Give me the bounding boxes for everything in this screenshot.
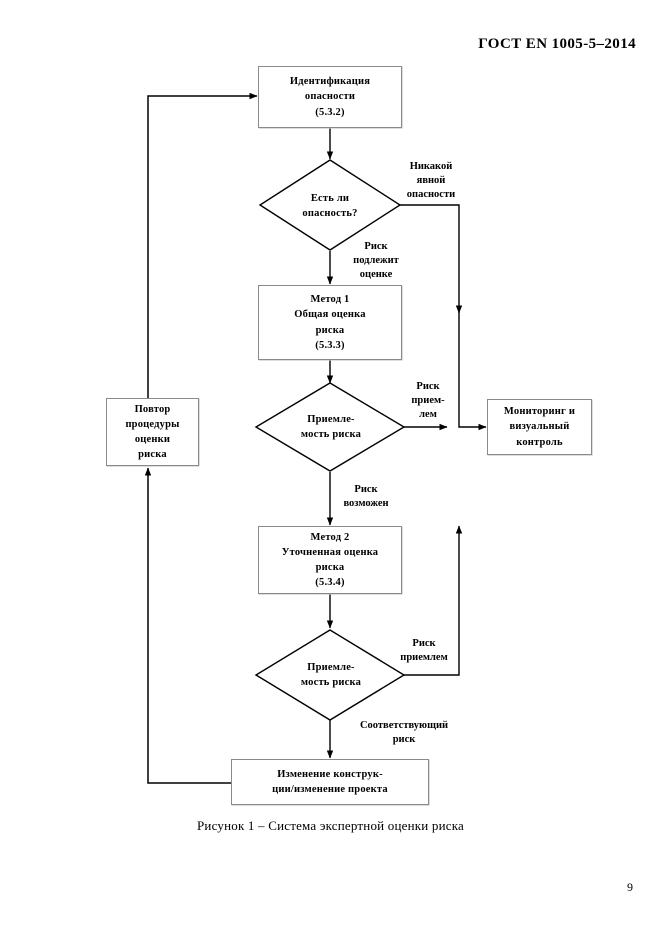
diamond-risk-acceptability-2-shape xyxy=(254,629,406,721)
node-risk-acceptability-1[interactable]: Приемле- мость риска xyxy=(272,406,390,448)
edge-label-risk-acceptable-2: Риск приемлем xyxy=(388,637,460,665)
edge-label-line: Соответствующий xyxy=(359,720,449,731)
edge-label-line: Риск xyxy=(354,484,378,495)
node-line: (5.3.4) xyxy=(315,577,345,589)
edge-label-line: прием- xyxy=(411,395,445,407)
edge-label-risk-possible: Риск возможен xyxy=(330,483,402,511)
diamond-risk-acceptability-1-shape xyxy=(254,382,406,472)
figure-caption: Рисунок 1 – Система экспертной оценки ри… xyxy=(197,818,464,833)
node-line: Повтор xyxy=(134,403,171,415)
node-line: Идентификация xyxy=(289,76,371,88)
node-line: риска xyxy=(138,449,167,461)
node-line: контроль xyxy=(516,436,563,448)
node-line: мость риска xyxy=(300,677,362,688)
edge-label-line: приемлем xyxy=(400,652,448,664)
node-line: мость риска xyxy=(300,429,362,440)
node-method-1[interactable]: Метод 1 Общая оценка риска (5.3.3) xyxy=(258,285,402,360)
node-line: Есть ли xyxy=(310,192,350,204)
edge-label-risk-to-assess: Риск подлежит оценке xyxy=(336,240,416,283)
node-line: Метод 2 xyxy=(310,531,350,543)
node-line: Приемле- xyxy=(307,661,355,673)
edge-label-line: оценке xyxy=(359,269,393,281)
edge-label-line: риск xyxy=(392,734,416,746)
node-line: (5.3.3) xyxy=(315,339,345,351)
edge-label-line: Риск xyxy=(364,241,388,252)
edge-repeat-to-hazardid xyxy=(147,92,258,398)
node-line: оценки xyxy=(134,434,171,445)
node-line: (5.3.2) xyxy=(315,106,345,118)
edge-label-line: явной xyxy=(416,175,446,187)
edge-label-line: возможен xyxy=(343,498,389,510)
node-line: риска xyxy=(315,562,345,573)
node-line: риска xyxy=(315,324,345,336)
node-line: Изменение конструк- xyxy=(277,768,383,780)
edge-acceptability2-acceptable xyxy=(404,525,463,676)
edge-label-line: лем xyxy=(419,409,437,421)
node-risk-acceptability-2[interactable]: Приемле- мость риска xyxy=(272,654,390,696)
node-line: Мониторинг и xyxy=(503,406,576,418)
node-line: визуальный xyxy=(509,421,570,433)
node-is-hazard[interactable]: Есть ли опасность? xyxy=(270,184,390,228)
node-line: Приемле- xyxy=(307,413,355,425)
edge-label-line: Никакой xyxy=(409,161,453,172)
edge-label-no-obvious-hazard: Никакой явной опасности xyxy=(392,160,470,203)
page-number: 9 xyxy=(627,880,633,894)
edge-label-risk-acceptable-1: Риск прием- лем xyxy=(399,380,457,423)
edge-label-relevant-risk: Соответствующий риск xyxy=(334,719,474,747)
edge-bus-to-monitoring xyxy=(458,310,487,431)
node-line: ции/изменение проекта xyxy=(272,784,388,795)
node-line: Метод 1 xyxy=(310,294,350,306)
node-monitoring[interactable]: Мониторинг и визуальный контроль xyxy=(487,399,592,455)
node-method-2[interactable]: Метод 2 Уточненная оценка риска (5.3.4) xyxy=(258,526,402,594)
node-line: Уточненная оценка xyxy=(281,546,379,558)
edge-label-line: опасности xyxy=(406,189,456,201)
diamond-is-hazard-shape xyxy=(258,159,402,251)
node-line: процедуры xyxy=(125,418,180,430)
node-line: опасность? xyxy=(302,208,358,219)
edge-label-line: Риск xyxy=(412,638,436,649)
node-hazard-identification[interactable]: Идентификация опасности (5.3.2) xyxy=(258,66,402,128)
edge-label-line: подлежит xyxy=(353,255,399,267)
edge-ishazard-no-hazard xyxy=(400,204,463,314)
edge-designchange-to-repeat xyxy=(144,467,231,784)
node-repeat-assessment[interactable]: Повтор процедуры оценки риска xyxy=(106,398,199,466)
standard-header: ГОСТ EN 1005-5–2014 xyxy=(478,36,636,52)
node-line: опасности xyxy=(304,91,356,103)
node-design-change[interactable]: Изменение конструк- ции/изменение проект… xyxy=(231,759,429,805)
edge-label-line: Риск xyxy=(416,381,440,392)
node-line: Общая оценка xyxy=(294,309,366,321)
